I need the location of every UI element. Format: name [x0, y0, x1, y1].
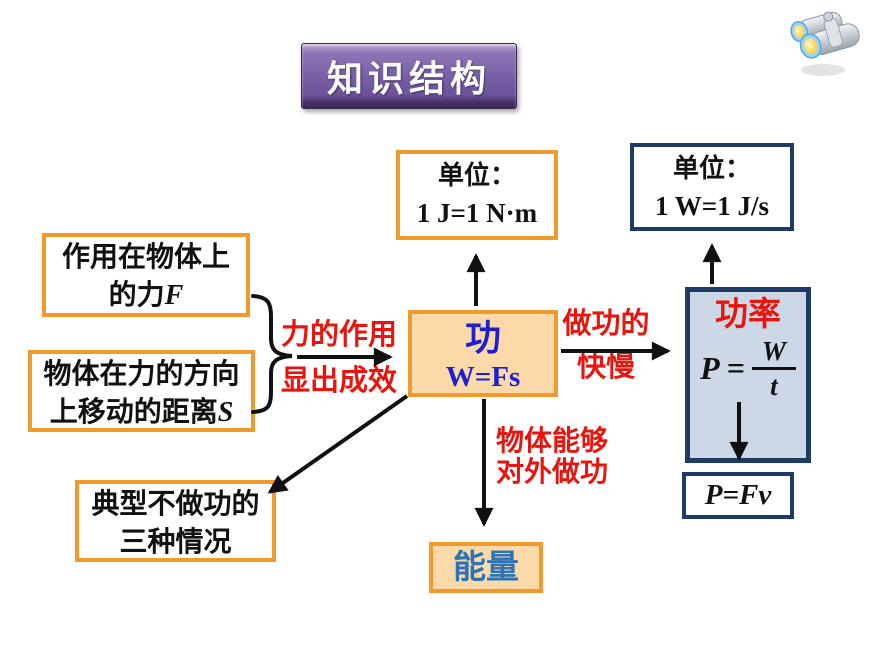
unit-power-box: 单位： 1 W=1 J/s [630, 143, 794, 231]
arrow-work-to-no-work [267, 394, 409, 494]
no-work-line1: 典型不做功的 [91, 489, 260, 520]
power-formula-numerator: W [751, 336, 796, 370]
distance-line2: 上移动的距离 [49, 397, 218, 428]
force-box: 作用在物体上 的力F [42, 233, 250, 317]
power-formula-fraction: W t [751, 336, 796, 401]
work-speed-label: 做功的 快慢 [558, 303, 654, 389]
power-box: 功率 P = W t [685, 287, 811, 463]
work-speed-line1: 做功的 [562, 308, 650, 340]
page-title: 知识结构 [326, 59, 491, 99]
no-work-box: 典型不做功的 三种情况 [75, 480, 276, 562]
work-title: 功 [464, 318, 501, 358]
power-formula: P = W t [690, 336, 806, 401]
unit-work-box: 单位： 1 J=1 N·m [396, 150, 558, 240]
title-banner: 知识结构 [301, 43, 517, 109]
binoculars-icon [790, 11, 860, 76]
distance-symbol: S [217, 397, 234, 428]
power-title: 功率 [715, 297, 781, 333]
distance-line1: 物体在力的方向 [43, 359, 240, 390]
work-formula: W=Fs [445, 361, 521, 393]
unit-work-value: 1 J=1 N·m [416, 198, 538, 228]
can-do-work-line1: 物体能够 [495, 426, 608, 457]
unit-power-label: 单位： [672, 154, 751, 183]
can-do-work-label: 物体能够 对外做功 [490, 426, 614, 488]
can-do-work-line2: 对外做功 [495, 457, 608, 488]
force-effect-label: 力的作用 显出成效 [274, 312, 404, 404]
unit-work-label: 单位： [437, 161, 516, 190]
work-speed-line2: 快慢 [576, 351, 635, 383]
force-line2: 的力 [108, 280, 165, 311]
distance-box: 物体在力的方向 上移动的距离S [28, 350, 255, 432]
force-line1: 作用在物体上 [61, 242, 230, 273]
power-velocity-box: P=Fv [682, 472, 794, 519]
force-symbol: F [164, 280, 184, 311]
energy-title: 能量 [453, 550, 519, 586]
power-formula-lhs: P [700, 350, 720, 386]
power-formula-equals: = [726, 350, 745, 386]
energy-box: 能量 [429, 542, 543, 593]
no-work-line2: 三种情况 [119, 527, 232, 558]
power-formula-denominator: t [770, 371, 778, 401]
force-effect-line2: 显出成效 [280, 365, 397, 397]
force-effect-line1: 力的作用 [280, 319, 397, 351]
power-velocity-formula: P=Fv [704, 479, 772, 511]
unit-power-value: 1 W=1 J/s [655, 191, 769, 221]
work-box: 功 W=Fs [408, 310, 558, 397]
